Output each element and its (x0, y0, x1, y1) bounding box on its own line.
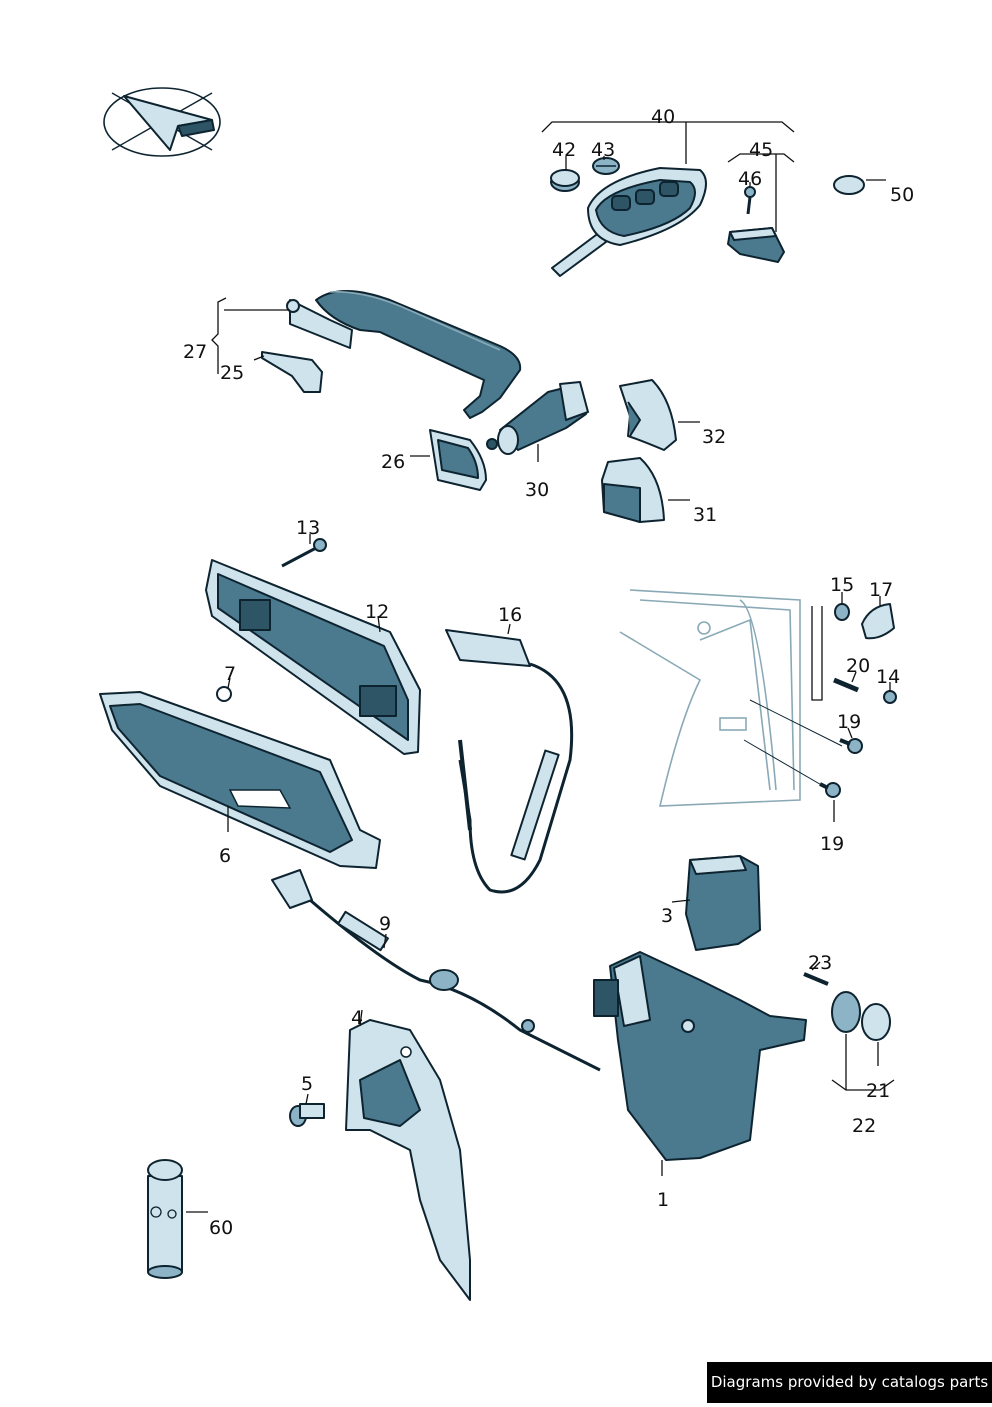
clip-5 (289, 1103, 325, 1127)
screw-46 (744, 186, 756, 215)
screw-13 (281, 538, 327, 568)
label-21: 21 (866, 1080, 890, 1102)
cable-9 (271, 869, 601, 1072)
label-46: 46 (738, 168, 762, 190)
label-15: 15 (830, 574, 854, 596)
battery-cell (550, 169, 580, 192)
bracket-3 (685, 855, 761, 951)
handle-carrier (205, 559, 421, 755)
label-23: 23 (808, 952, 832, 974)
label-14: 14 (876, 666, 900, 688)
key-blade-holder (727, 227, 785, 263)
credit-footer: Diagrams provided by catalogs parts (707, 1362, 992, 1403)
gasket-25 (261, 351, 323, 393)
small-parts-21-23 (803, 972, 891, 1041)
label-6: 6 (219, 845, 231, 867)
lock-cylinder (486, 381, 589, 455)
label-25: 25 (220, 362, 244, 384)
label-16: 16 (498, 604, 522, 626)
label-7: 7 (224, 663, 236, 685)
label-1: 1 (657, 1189, 669, 1211)
small-parts-14-20 (833, 677, 897, 704)
label-45: 45 (749, 139, 773, 161)
cap-32 (619, 379, 677, 451)
label-22: 22 (852, 1115, 876, 1137)
label-19b: 19 (820, 833, 844, 855)
label-32: 32 (702, 426, 726, 448)
part-labels: 1 3 4 5 6 7 9 12 13 14 15 16 17 19 19 20… (183, 106, 914, 1239)
key-fob (551, 167, 707, 277)
label-26: 26 (381, 451, 405, 473)
label-17: 17 (869, 579, 893, 601)
label-31: 31 (693, 504, 717, 526)
cable-16 (445, 629, 574, 894)
label-12: 12 (365, 601, 389, 623)
label-5: 5 (301, 1073, 313, 1095)
screws-19 (819, 738, 863, 798)
outer-door-handle (286, 290, 522, 419)
door-lock (593, 951, 807, 1161)
label-13: 13 (296, 517, 320, 539)
label-19a: 19 (837, 711, 861, 733)
label-30: 30 (525, 479, 549, 501)
spray-can (147, 1159, 183, 1279)
door-body-panel (619, 589, 843, 807)
door-seal-trim (99, 686, 381, 869)
cap-31 (601, 457, 665, 523)
credit-text: Diagrams provided by catalogs parts (710, 1373, 989, 1391)
label-42: 42 (552, 139, 576, 161)
gasket-26 (429, 429, 487, 491)
cover-4 (345, 1019, 471, 1301)
orientation-emblem (103, 87, 221, 157)
small-parts-15-17 (834, 603, 895, 640)
label-50: 50 (890, 184, 914, 206)
label-43: 43 (591, 139, 615, 161)
leader-lines (186, 121, 895, 1213)
label-9: 9 (379, 913, 391, 935)
label-40: 40 (651, 106, 675, 128)
label-20: 20 (846, 655, 870, 677)
label-27: 27 (183, 341, 207, 363)
battery-cover (592, 157, 620, 175)
cap-50 (833, 175, 865, 195)
label-60: 60 (209, 1217, 233, 1239)
label-4: 4 (351, 1007, 363, 1029)
label-3: 3 (661, 905, 673, 927)
